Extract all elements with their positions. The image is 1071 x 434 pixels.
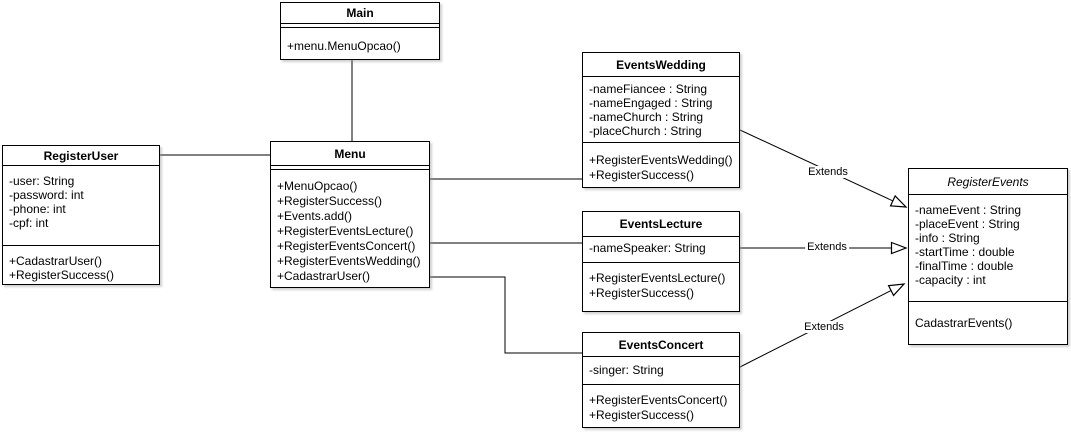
methods-compartment: +MenuOpcao() +RegisterSuccess() +Events.… — [271, 170, 429, 287]
class-main[interactable]: Main +menu.MenuOpcao() — [280, 2, 440, 60]
method: +RegisterSuccess() — [589, 168, 695, 182]
methods-compartment: +CadastrarUser() +RegisterSuccess() — [3, 246, 159, 284]
attributes-compartment: -nameFiancee : String -nameEngaged : Str… — [583, 77, 739, 143]
extends-label: Extends — [806, 166, 850, 178]
attribute: -phone: int — [9, 202, 66, 216]
method: +RegisterEventsLecture() — [589, 271, 726, 285]
method: +RegisterSuccess() — [277, 194, 383, 208]
class-eventsconcert[interactable]: EventsConcert -singer: String +RegisterE… — [582, 332, 740, 428]
attribute: -nameChurch : String — [589, 110, 704, 124]
attribute: -singer: String — [589, 363, 664, 377]
method: +CadastrarUser() — [277, 269, 371, 283]
method: +RegisterEventsLecture() — [277, 224, 414, 238]
attributes-compartment: -nameEvent : String -placeEvent : String… — [909, 195, 1067, 302]
attribute: -nameFiancee : String — [589, 82, 708, 96]
attribute: -finalTime : double — [915, 259, 1014, 273]
method: +MenuOpcao() — [277, 179, 358, 193]
methods-compartment: +menu.MenuOpcao() — [281, 28, 439, 59]
class-menu[interactable]: Menu +MenuOpcao() +RegisterSuccess() +Ev… — [270, 141, 430, 288]
method: +RegisterEventsWedding() — [589, 153, 733, 167]
class-title: RegisterEvents — [909, 169, 1067, 195]
attribute: -nameEngaged : String — [589, 96, 713, 110]
class-registerevents[interactable]: RegisterEvents -nameEvent : String -plac… — [908, 168, 1068, 345]
attributes-compartment-empty — [271, 166, 429, 170]
attribute: -startTime : double — [915, 245, 1015, 259]
attribute: -cpf: int — [9, 216, 49, 230]
methods-compartment: CadastrarEvents() — [909, 302, 1067, 344]
attribute: -password: int — [9, 188, 84, 202]
edge-menu-eventsconcert — [430, 276, 582, 354]
methods-compartment: +RegisterEventsConcert() +RegisterSucces… — [583, 385, 739, 427]
class-title: Menu — [271, 142, 429, 166]
method: +RegisterEventsConcert() — [589, 393, 728, 407]
method: +RegisterEventsWedding() — [277, 254, 421, 268]
methods-compartment: +RegisterEventsWedding() +RegisterSucces… — [583, 143, 739, 187]
attributes-compartment: -nameSpeaker: String — [583, 237, 739, 263]
attribute: -placeChurch : String — [589, 124, 702, 138]
attributes-compartment-empty — [281, 24, 439, 28]
class-title: EventsWedding — [583, 53, 739, 77]
attribute: -info : String — [915, 231, 980, 245]
method: +CadastrarUser() — [9, 254, 103, 268]
methods-compartment: +RegisterEventsLecture() +RegisterSucces… — [583, 263, 739, 311]
class-title: Main — [281, 3, 439, 24]
class-eventslecture[interactable]: EventsLecture -nameSpeaker: String +Regi… — [582, 211, 740, 312]
class-eventswedding[interactable]: EventsWedding -nameFiancee : String -nam… — [582, 52, 740, 188]
method: +RegisterEventsConcert() — [277, 239, 416, 253]
extends-label: Extends — [805, 241, 849, 253]
class-title: RegisterUser — [3, 146, 159, 166]
attributes-compartment: -user: String -password: int -phone: int… — [3, 166, 159, 246]
attribute: -nameSpeaker: String — [589, 241, 706, 255]
attribute: -user: String — [9, 174, 75, 188]
attribute: -nameEvent : String — [915, 203, 1022, 217]
attribute: -placeEvent : String — [915, 217, 1020, 231]
extends-label: Extends — [802, 321, 846, 333]
method: +RegisterSuccess() — [589, 408, 695, 422]
class-title: EventsConcert — [583, 333, 739, 357]
attribute: -capacity : int — [915, 273, 986, 287]
method: +menu.MenuOpcao() — [287, 39, 401, 53]
class-registeruser[interactable]: RegisterUser -user: String -password: in… — [2, 145, 160, 285]
attributes-compartment: -singer: String — [583, 357, 739, 385]
method: +Events.add() — [277, 209, 353, 223]
method: +RegisterSuccess() — [9, 268, 115, 282]
method: CadastrarEvents() — [915, 316, 1013, 330]
class-title: EventsLecture — [583, 212, 739, 237]
method: +RegisterSuccess() — [589, 286, 695, 300]
